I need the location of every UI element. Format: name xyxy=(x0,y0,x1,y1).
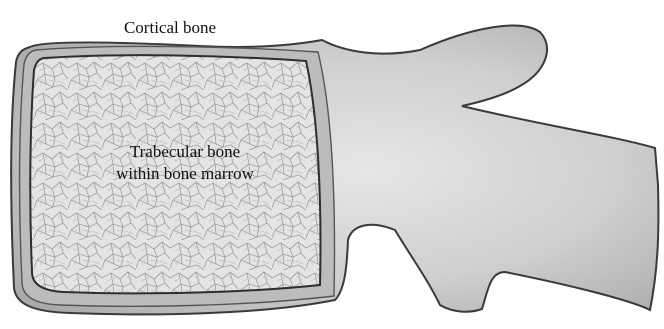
trabecular-label-line-1: Trabecular bone xyxy=(60,141,310,163)
trabecular-bone-label: Trabecular bone within bone marrow xyxy=(60,141,310,185)
trabecular-label-line-2: within bone marrow xyxy=(60,163,310,185)
cortical-bone-label: Cortical bone xyxy=(80,17,260,39)
